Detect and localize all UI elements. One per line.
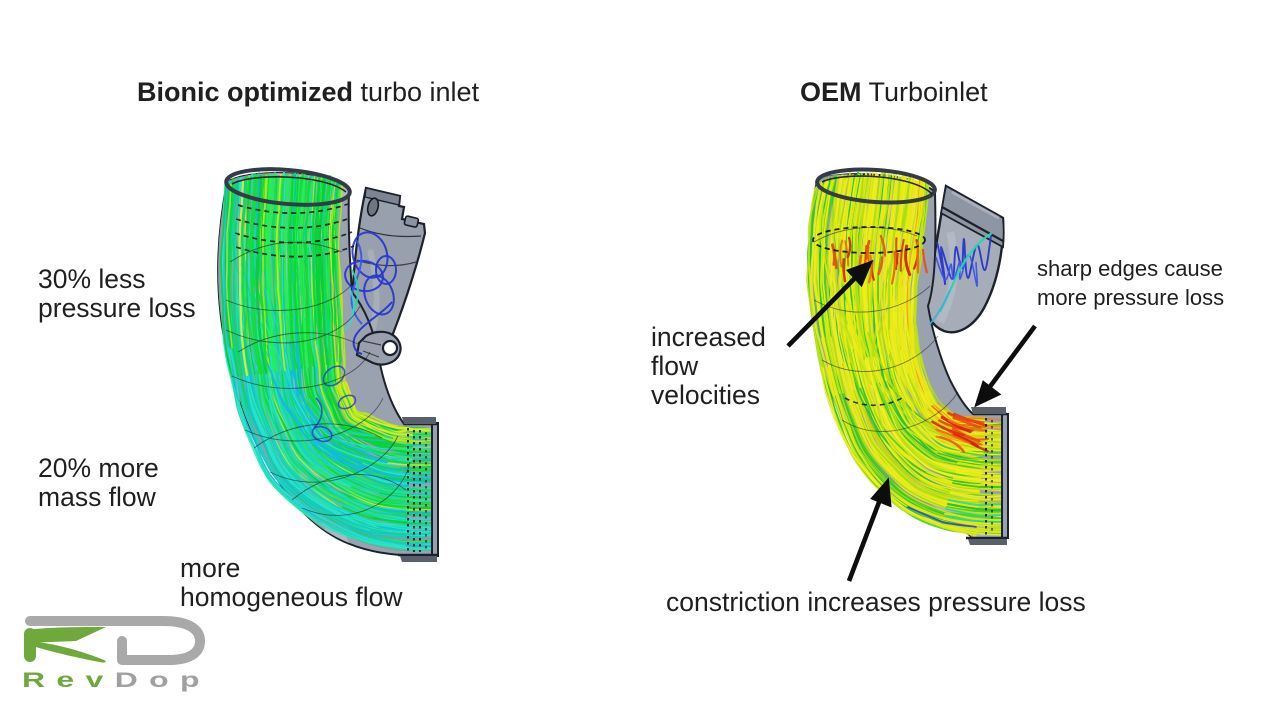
svg-text:mass flow: mass flow bbox=[38, 482, 157, 512]
svg-text:20% more: 20% more bbox=[38, 453, 159, 483]
svg-text:increased: increased bbox=[651, 322, 766, 352]
svg-text:OEM Turboinlet: OEM Turboinlet bbox=[800, 77, 988, 107]
svg-text:constriction increases pressur: constriction increases pressure loss bbox=[666, 587, 1086, 617]
svg-text:pressure loss: pressure loss bbox=[38, 293, 196, 323]
svg-text:sharp edges cause: sharp edges cause bbox=[1037, 256, 1223, 281]
svg-text:homogeneous flow: homogeneous flow bbox=[180, 582, 403, 612]
svg-text:more pressure loss: more pressure loss bbox=[1037, 285, 1224, 310]
svg-text:30% less: 30% less bbox=[38, 264, 146, 294]
svg-text:velocities: velocities bbox=[651, 380, 760, 410]
svg-text:RevDop: RevDop bbox=[22, 668, 211, 691]
svg-text:more: more bbox=[180, 553, 240, 583]
svg-text:flow: flow bbox=[651, 351, 699, 381]
svg-text:Bionic optimized turbo inlet: Bionic optimized turbo inlet bbox=[137, 77, 480, 107]
